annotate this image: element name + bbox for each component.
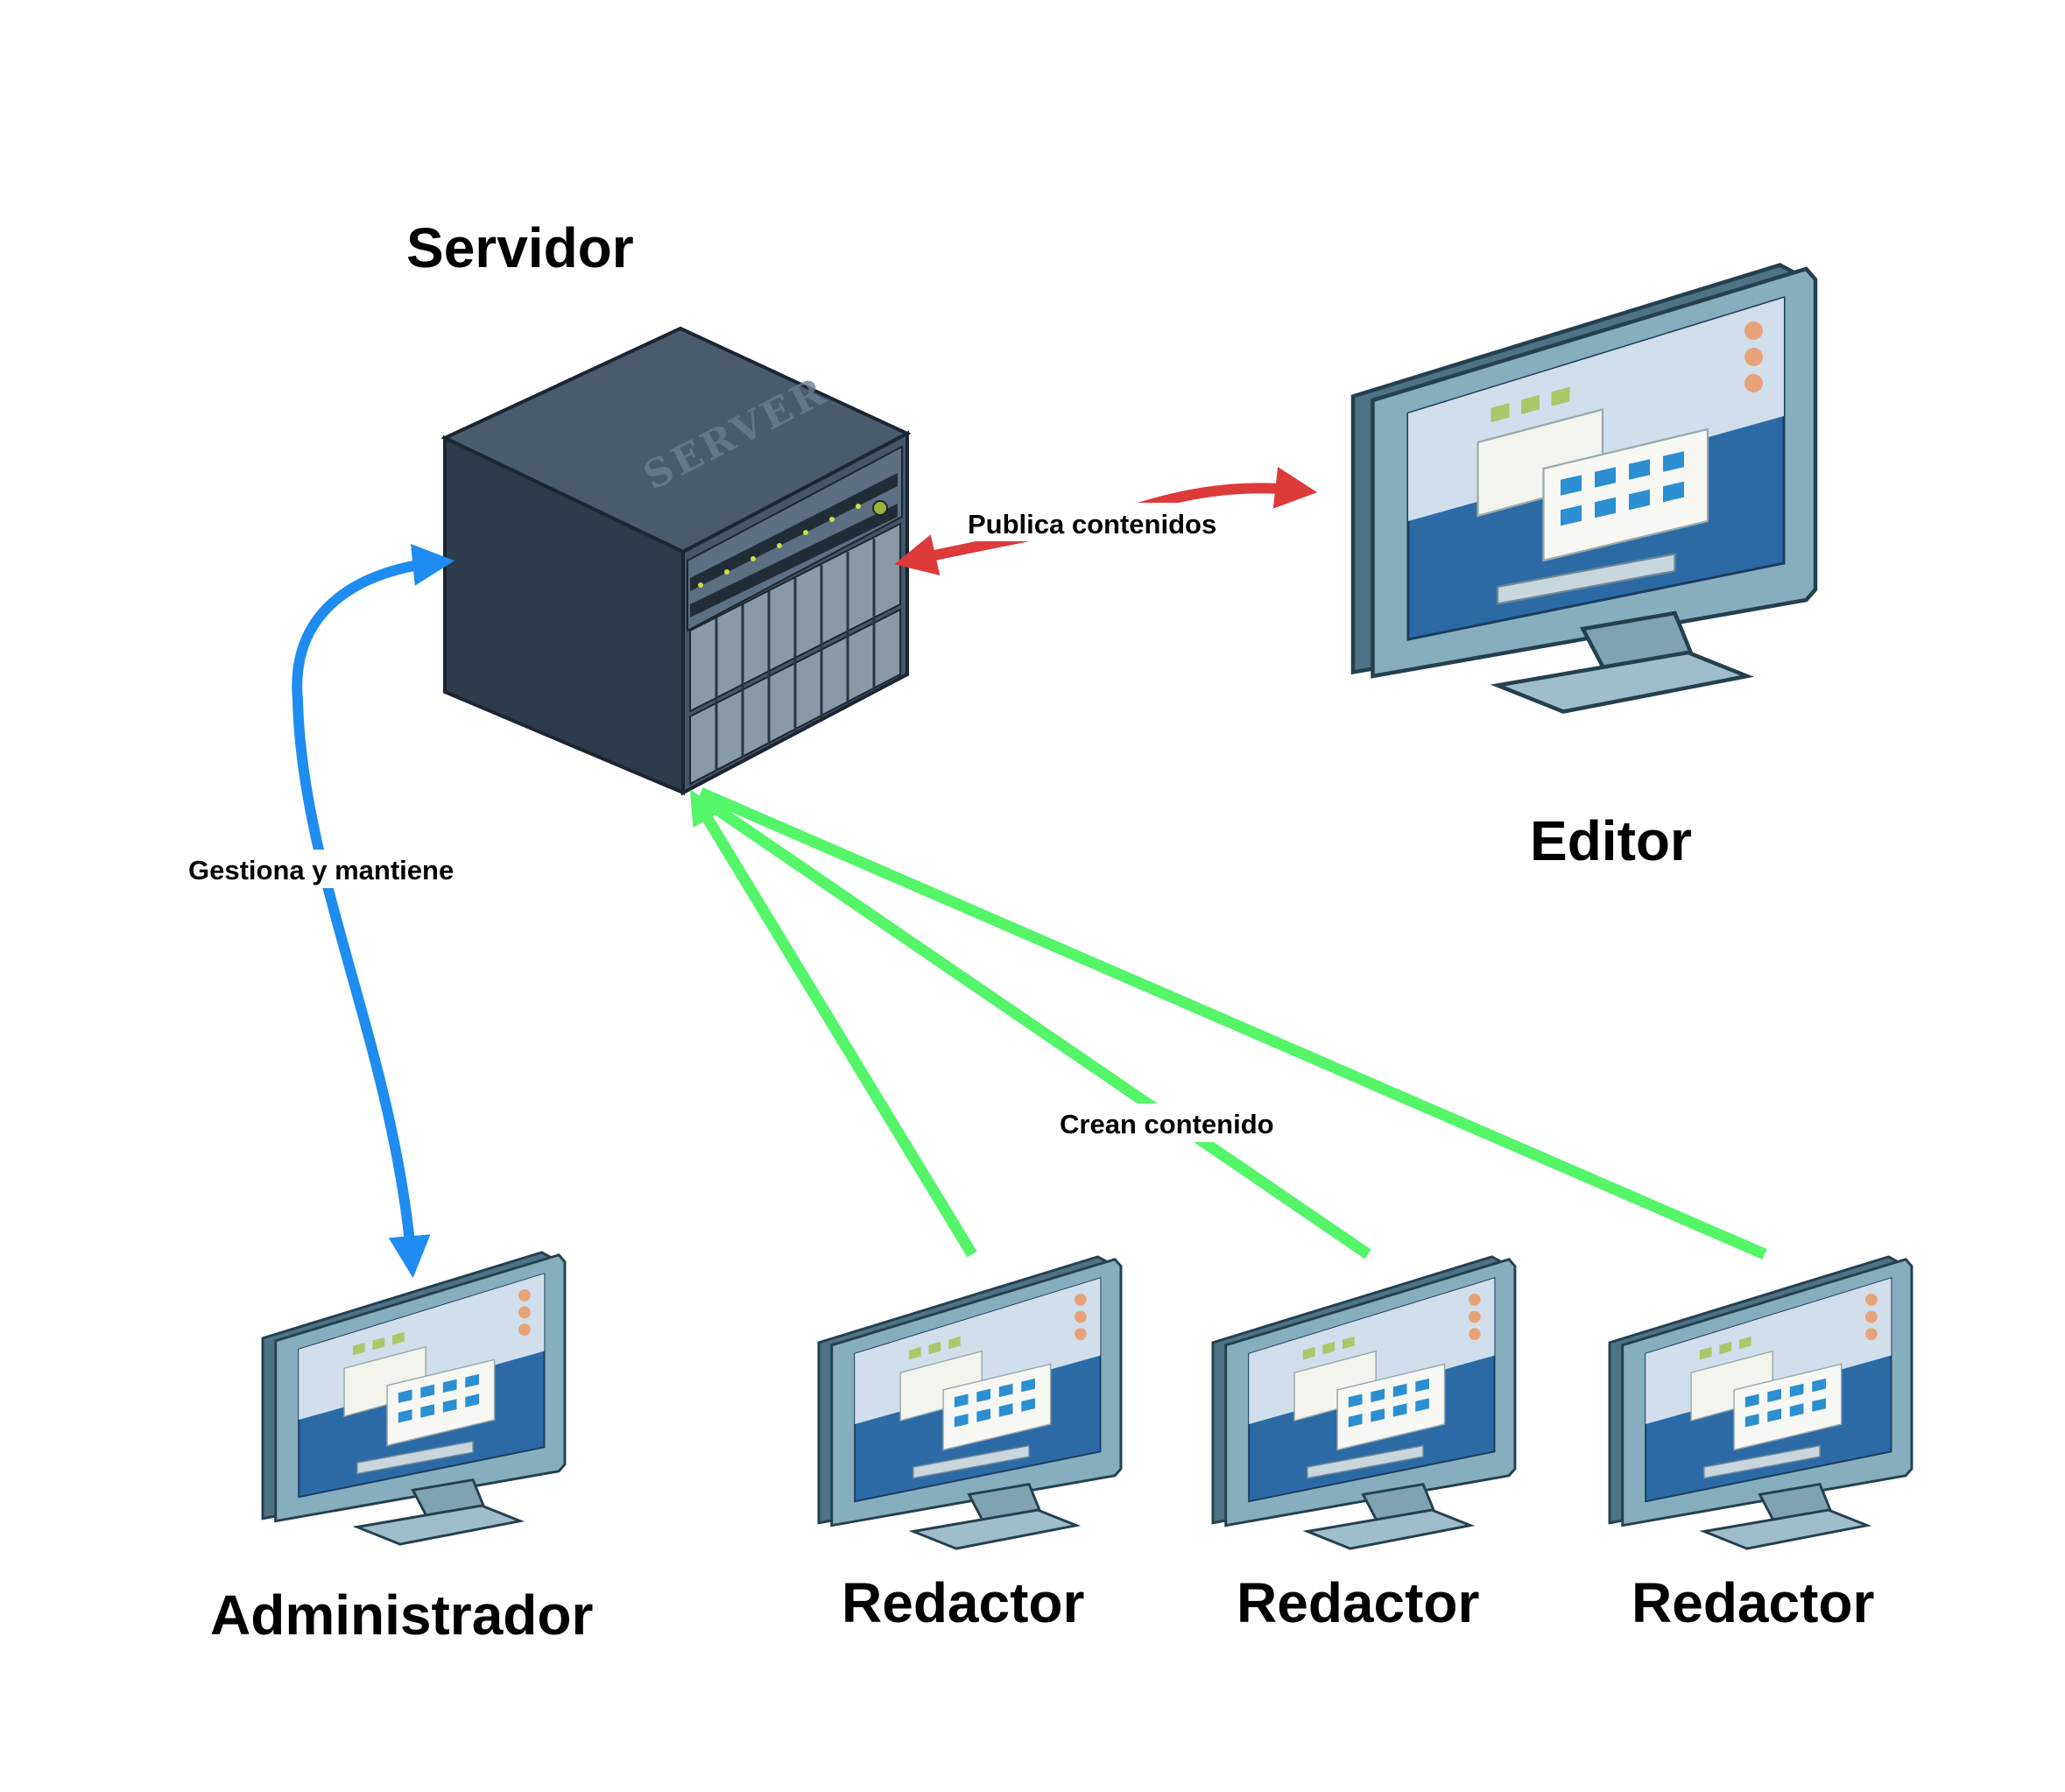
create-edge-writer2 [695,792,1371,1259]
create-edge-writer1 [689,789,977,1258]
admin-label: Administrador [210,1584,593,1647]
writer1-monitor-icon [817,1255,1123,1550]
writer2-monitor-icon [1211,1255,1517,1550]
editor-label: Editor [1530,809,1692,872]
create-edge-label: Crean contenido [1060,1109,1274,1139]
server-label: Servidor [406,216,634,279]
writer1-label: Redactor [842,1571,1084,1634]
publish-edge-label: Publica contenidos [968,509,1216,540]
writer3-label: Redactor [1632,1571,1874,1634]
admin-monitor-icon [261,1251,567,1546]
writer3-monitor-icon [1608,1255,1913,1550]
server-icon: SERVER [440,326,912,796]
editor-monitor-icon [1353,265,1815,712]
create-edge-writer3 [698,787,1767,1259]
manage-edge [292,543,455,1279]
create-edges [689,787,1767,1259]
writer2-label: Redactor [1237,1571,1479,1634]
manage-edge-label: Gestiona y mantiene [188,855,454,885]
